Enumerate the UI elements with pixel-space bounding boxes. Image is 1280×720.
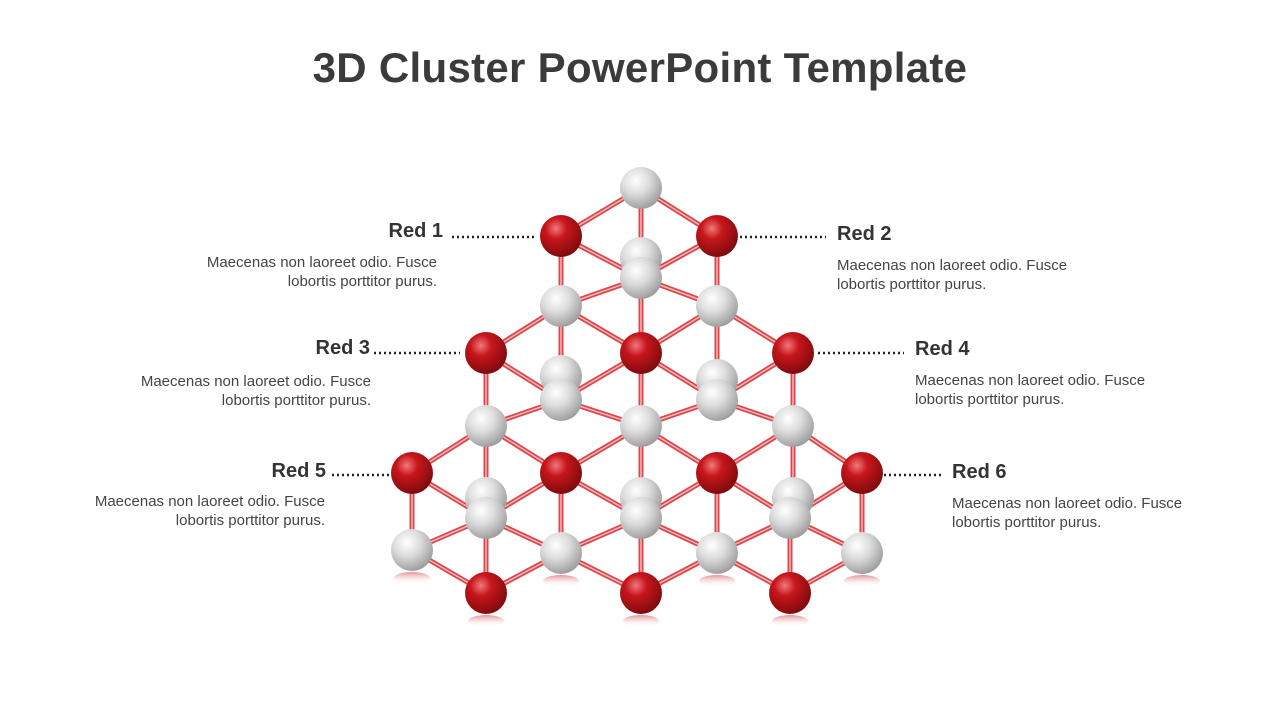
- label-text-line: lobortis porttitor purus.: [175, 512, 325, 529]
- white-sphere: [696, 285, 738, 327]
- sphere-reflection: [623, 615, 659, 627]
- label-red-6: Red 6 Maecenas non laoreet odio. Fusce l…: [952, 461, 1182, 532]
- sphere-reflection: [844, 575, 880, 587]
- red-sphere: [696, 452, 738, 494]
- label-text-line: Maecenas non laoreet odio. Fusce: [915, 372, 1146, 389]
- white-sphere: [620, 167, 662, 209]
- white-sphere: [540, 379, 582, 421]
- label-red-4: Red 4 Maecenas non laoreet odio. Fusce l…: [915, 338, 1145, 409]
- red-sphere: [540, 215, 582, 257]
- white-sphere: [620, 405, 662, 447]
- label-desc-red-3: Maecenas non laoreet odio. Fusce loborti…: [141, 372, 371, 410]
- white-sphere: [772, 405, 814, 447]
- white-sphere: [465, 497, 507, 539]
- red-sphere: [620, 332, 662, 374]
- label-text-line: Maecenas non laoreet odio. Fusce: [94, 493, 325, 510]
- label-heading: Red 5: [271, 460, 326, 482]
- white-sphere: [540, 285, 582, 327]
- sphere-reflection: [699, 575, 735, 587]
- spheres: [391, 167, 883, 627]
- label-text-line: Maecenas non laoreet odio. Fusce: [952, 495, 1183, 512]
- label-text-line: lobortis porttitor purus.: [837, 276, 987, 293]
- label-text-line: Maecenas non laoreet odio. Fusce: [837, 257, 1068, 274]
- red-sphere: [772, 332, 814, 374]
- red-sphere: [391, 452, 433, 494]
- white-sphere: [620, 257, 662, 299]
- red-sphere: [540, 452, 582, 494]
- red-sphere: [620, 572, 662, 614]
- label-text-line: lobortis porttitor purus.: [287, 273, 437, 290]
- label-heading: Red 4: [915, 338, 970, 360]
- label-red-3: Red 3: [316, 337, 370, 360]
- red-sphere: [465, 332, 507, 374]
- label-heading: Red 6: [952, 461, 1007, 483]
- label-red-1: Red 1: [389, 220, 443, 243]
- white-sphere: [696, 379, 738, 421]
- white-sphere: [620, 497, 662, 539]
- sphere-reflection: [772, 615, 808, 627]
- red-sphere: [769, 572, 811, 614]
- label-heading: Red 2: [837, 223, 892, 245]
- red-sphere: [841, 452, 883, 494]
- label-text-line: lobortis porttitor purus.: [952, 514, 1102, 531]
- label-text-line: lobortis porttitor purus.: [915, 391, 1065, 408]
- label-heading: Red 3: [315, 337, 370, 359]
- page-title: 3D Cluster PowerPoint Template: [312, 44, 968, 91]
- label-text-line: Maecenas non laoreet odio. Fusce: [140, 373, 371, 390]
- white-sphere: [841, 532, 883, 574]
- sphere-reflection: [468, 615, 504, 627]
- white-sphere: [465, 405, 507, 447]
- white-sphere: [540, 532, 582, 574]
- label-red-5: Red 5: [272, 460, 326, 483]
- label-desc-red-1: Maecenas non laoreet odio. Fusce loborti…: [207, 253, 437, 291]
- sphere-reflection: [543, 575, 579, 587]
- label-heading: Red 1: [388, 220, 443, 242]
- sphere-reflection: [394, 572, 430, 584]
- red-sphere: [465, 572, 507, 614]
- label-desc-red-5: Maecenas non laoreet odio. Fusce loborti…: [95, 492, 325, 530]
- label-red-2: Red 2 Maecenas non laoreet odio. Fusce l…: [837, 223, 1067, 294]
- leader-lines: [332, 235, 942, 477]
- white-sphere: [769, 497, 811, 539]
- white-sphere: [696, 532, 738, 574]
- white-sphere: [391, 529, 433, 571]
- label-text-line: lobortis porttitor purus.: [221, 392, 371, 409]
- label-text-line: Maecenas non laoreet odio. Fusce: [206, 254, 437, 271]
- red-sphere: [696, 215, 738, 257]
